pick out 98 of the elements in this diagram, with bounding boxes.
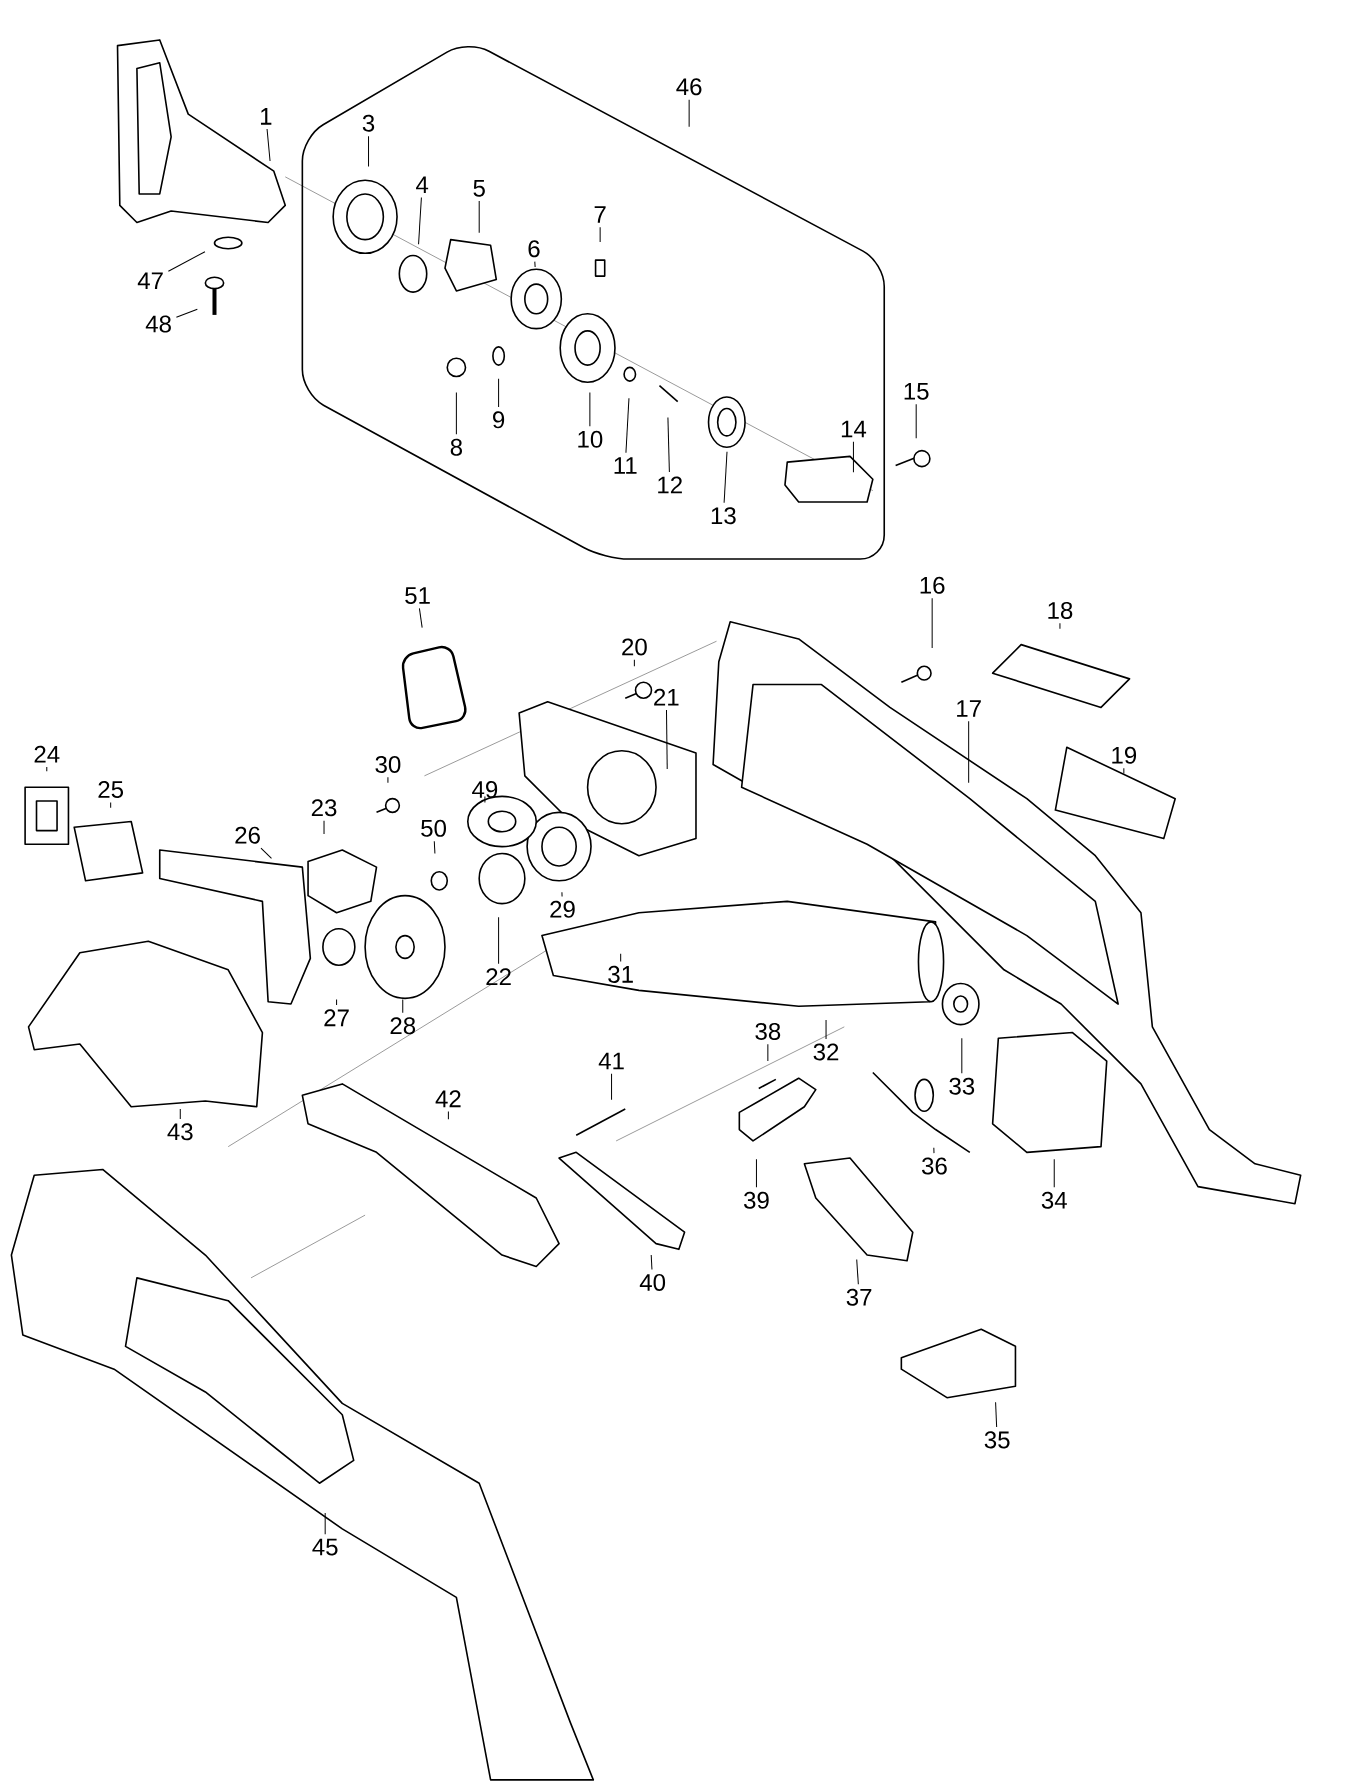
callout-number: 13 bbox=[711, 507, 736, 525]
callout-number: 28 bbox=[390, 1017, 416, 1035]
callout-number: 38 bbox=[755, 1022, 781, 1040]
callout-number: 51 bbox=[405, 587, 430, 604]
leader-line bbox=[589, 392, 591, 427]
leader-line bbox=[756, 1158, 758, 1188]
callout-number: 36 bbox=[922, 1157, 947, 1175]
callout-number: 47 bbox=[137, 272, 163, 289]
leader-line bbox=[666, 709, 668, 770]
leader-line bbox=[478, 200, 480, 234]
callout-number: 21 bbox=[654, 688, 679, 706]
leader-line bbox=[168, 251, 206, 272]
leader-line bbox=[498, 916, 500, 965]
callout-number: 22 bbox=[486, 968, 511, 986]
leader-line bbox=[402, 999, 404, 1014]
leader-line bbox=[498, 378, 500, 408]
callout-number: 45 bbox=[312, 1538, 338, 1556]
leader-line bbox=[260, 847, 273, 859]
callout-number: 30 bbox=[375, 755, 401, 773]
callout-number: 43 bbox=[167, 1123, 193, 1141]
leader-line bbox=[634, 659, 635, 667]
callout-number: 46 bbox=[676, 78, 702, 96]
leader-line bbox=[933, 1147, 935, 1154]
callout-number: 10 bbox=[578, 430, 603, 448]
callout-number: 31 bbox=[608, 965, 633, 983]
leader-line bbox=[856, 1259, 859, 1285]
leader-line bbox=[433, 840, 436, 854]
callout-number: 24 bbox=[34, 745, 60, 763]
leader-line bbox=[176, 308, 198, 318]
callout-number: 48 bbox=[145, 315, 172, 333]
leader-line bbox=[266, 128, 271, 162]
callout-number: 20 bbox=[622, 638, 647, 656]
leader-line bbox=[599, 226, 601, 243]
callout-number: 3 bbox=[362, 114, 375, 132]
leader-line bbox=[336, 999, 338, 1006]
leader-line bbox=[961, 1037, 963, 1074]
callout-number: 9 bbox=[493, 411, 505, 429]
callout-number: 32 bbox=[813, 1043, 839, 1061]
callout-number: 8 bbox=[450, 438, 463, 456]
callout-number: 41 bbox=[598, 1052, 624, 1070]
leader-line bbox=[650, 1254, 653, 1270]
leader-line bbox=[448, 1111, 449, 1120]
callout-number: 7 bbox=[594, 206, 606, 223]
callout-number: 33 bbox=[949, 1077, 975, 1095]
callout-number: 12 bbox=[658, 476, 683, 494]
leader-line bbox=[323, 820, 325, 835]
callout-number: 23 bbox=[311, 799, 337, 817]
callout-number: 50 bbox=[421, 819, 447, 837]
callout-number: 18 bbox=[1048, 601, 1073, 619]
leader-line bbox=[968, 720, 970, 784]
leader-line bbox=[767, 1043, 769, 1062]
leader-line bbox=[1059, 622, 1061, 630]
leader-line bbox=[611, 1073, 613, 1101]
callout-number: 49 bbox=[472, 781, 498, 799]
callout-number: 16 bbox=[920, 576, 945, 594]
callout-number: 37 bbox=[846, 1288, 872, 1306]
leader-line bbox=[1053, 1158, 1055, 1188]
leader-line bbox=[419, 607, 423, 629]
callout-number: 6 bbox=[528, 240, 540, 258]
callout-number: 42 bbox=[435, 1090, 461, 1108]
leader-line bbox=[418, 197, 422, 245]
callout-number: 35 bbox=[984, 1431, 1010, 1449]
leader-line bbox=[179, 1108, 181, 1120]
leader-line bbox=[625, 397, 630, 454]
callout-number: 5 bbox=[473, 179, 485, 197]
callout-number: 4 bbox=[416, 176, 429, 194]
leader-line bbox=[1123, 767, 1125, 775]
leader-line bbox=[620, 953, 622, 962]
callout-number: 15 bbox=[904, 382, 929, 400]
callout-number: 25 bbox=[98, 781, 124, 799]
callout-number: 34 bbox=[1041, 1191, 1068, 1209]
leader-line bbox=[915, 403, 917, 439]
callout-number: 26 bbox=[235, 826, 261, 844]
callout-number: 19 bbox=[1112, 746, 1137, 764]
leader-line bbox=[534, 261, 536, 268]
leader-line bbox=[324, 1512, 326, 1535]
callout-number: 39 bbox=[744, 1191, 769, 1209]
leader-line bbox=[561, 891, 563, 897]
leader-line bbox=[688, 99, 690, 128]
leader-line bbox=[723, 451, 728, 504]
leader-line bbox=[110, 801, 112, 809]
leader-line bbox=[484, 795, 486, 803]
callout-number: 11 bbox=[614, 457, 637, 474]
leader-line bbox=[368, 135, 370, 168]
callout-number: 27 bbox=[324, 1009, 349, 1027]
leader-line bbox=[46, 766, 48, 772]
callout-number: 40 bbox=[639, 1273, 666, 1291]
leader-line bbox=[853, 441, 855, 473]
callout-number: 17 bbox=[957, 700, 981, 717]
callout-number: 29 bbox=[550, 900, 575, 918]
leader-line bbox=[931, 597, 933, 649]
leader-line bbox=[387, 776, 389, 784]
callout-number: 1 bbox=[261, 108, 272, 125]
leader-line bbox=[995, 1401, 998, 1428]
callout-number: 14 bbox=[842, 420, 867, 438]
leader-line bbox=[667, 417, 670, 473]
leader-line bbox=[825, 1019, 827, 1040]
leader-line bbox=[456, 392, 457, 435]
